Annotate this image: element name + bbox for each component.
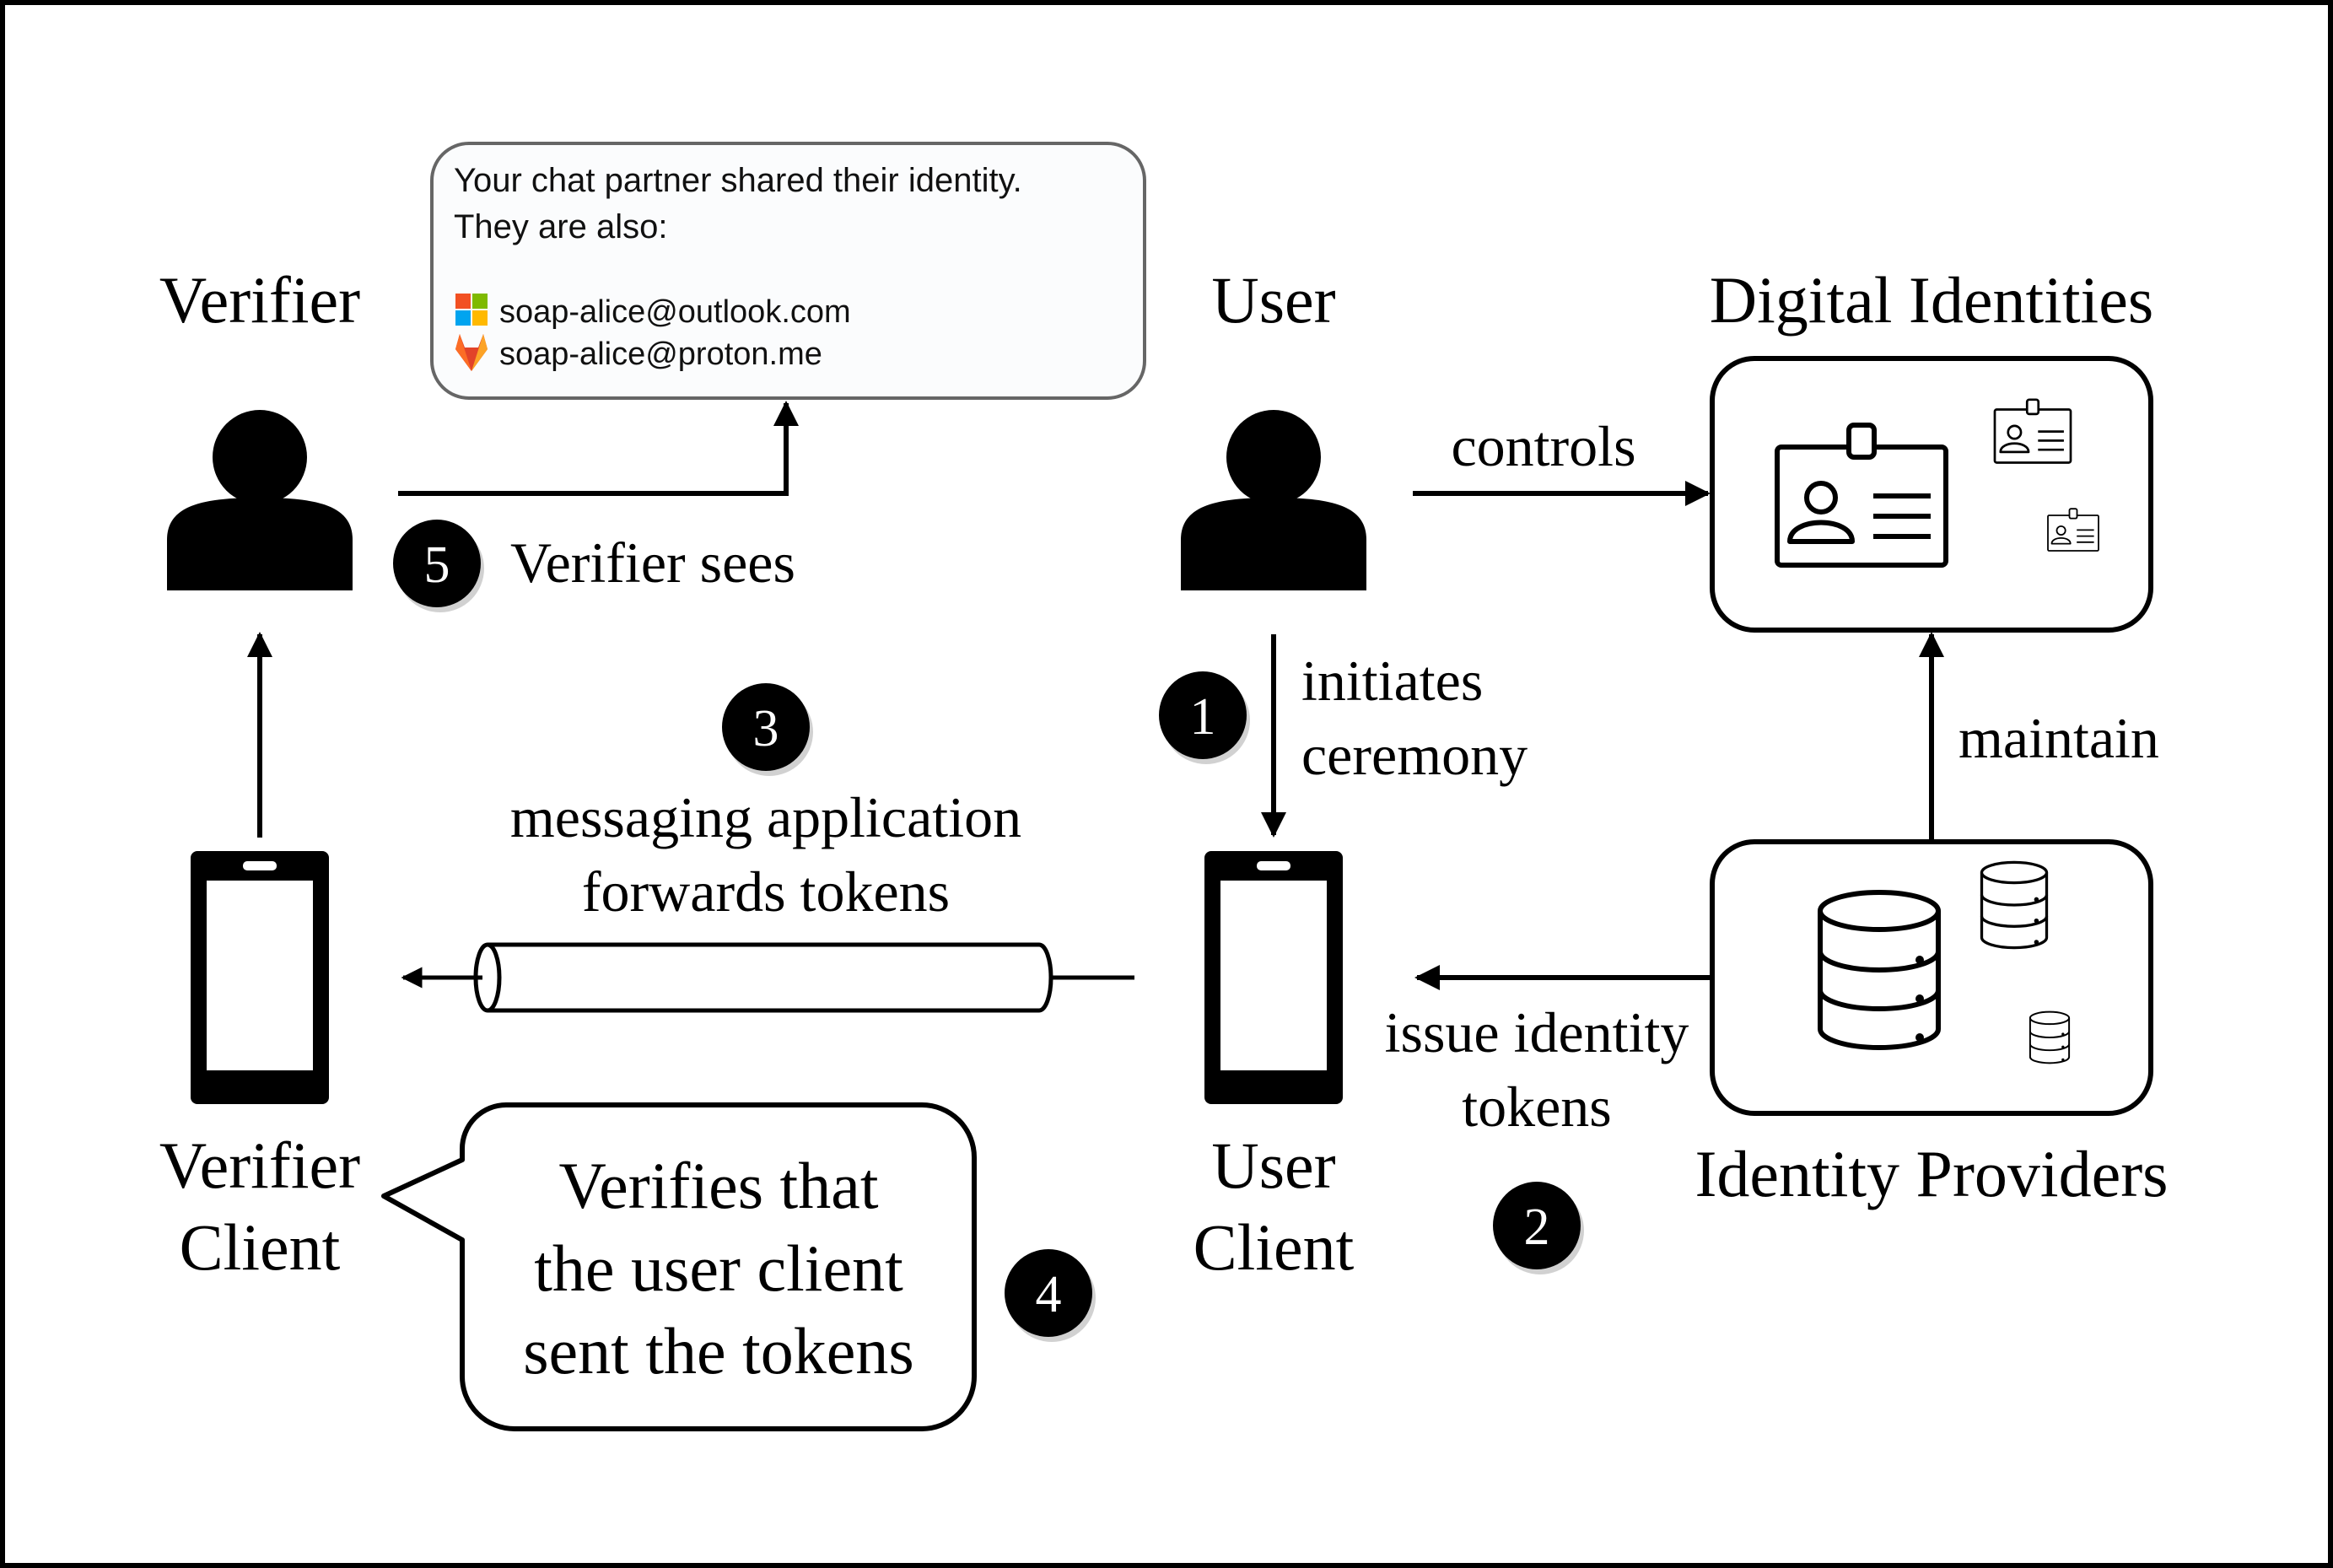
verifier-client-phone-icon: [191, 851, 329, 1104]
maintain-label: maintain: [1959, 706, 2159, 770]
microsoft-icon: [455, 294, 488, 326]
verify-text-line-1: Verifies that: [558, 1149, 878, 1222]
verify-text-line-3: sent the tokens: [523, 1314, 914, 1387]
controls-label: controls: [1451, 414, 1635, 478]
step-3-number: 3: [753, 700, 779, 757]
database-medium-icon: [1980, 860, 2049, 950]
database-small-icon: [2029, 1010, 2071, 1064]
messaging-label-line-2: forwards tokens: [582, 859, 950, 924]
user-label: User: [1211, 263, 1335, 337]
verify-speech-bubble: [381, 1102, 977, 1431]
step-2-number: 2: [1524, 1199, 1550, 1256]
identity-providers-label: Identity Providers: [1695, 1137, 2168, 1210]
id-badge-small-icon: [2047, 508, 2099, 552]
step-5-number: 5: [424, 536, 450, 594]
verifier-client-label-line-1: Verifier: [159, 1129, 360, 1202]
user-client-phone-icon: [1204, 851, 1343, 1104]
user-client-label-line-2: Client: [1193, 1210, 1355, 1284]
issue-label-line-1: issue identity: [1385, 1000, 1689, 1064]
verifier-sees-arrow: [398, 401, 799, 496]
step-1-number: 1: [1190, 688, 1216, 746]
verifier-sees-label: Verifier sees: [510, 531, 795, 595]
popup-line-2: They are also:: [454, 208, 667, 245]
id-badge-medium-icon: [1993, 398, 2072, 464]
id-badge-large-icon: [1777, 425, 1946, 565]
gitlab-icon: [455, 334, 488, 371]
messaging-pipe: [401, 942, 1134, 1013]
user-client-label-line-1: User: [1211, 1129, 1335, 1202]
step-4-number: 4: [1036, 1266, 1062, 1323]
popup-line-1: Your chat partner shared their identity.: [454, 162, 1022, 199]
initiates-label-line-1: initiates: [1301, 649, 1483, 713]
popup-identity-outlook: soap-alice@outlook.com: [499, 294, 851, 330]
initiates-label-line-2: ceremony: [1301, 723, 1527, 787]
identity-popup: Your chat partner shared their identity.…: [430, 142, 1146, 400]
verifier-client-label-line-2: Client: [180, 1210, 341, 1284]
popup-identity-proton: soap-alice@proton.me: [499, 337, 822, 372]
verify-text-line-2: the user client: [534, 1231, 903, 1305]
digital-identities-label: Digital Identities: [1710, 263, 2153, 337]
database-large-icon: [1820, 892, 1938, 1048]
messaging-label-line-1: messaging application: [510, 785, 1021, 849]
issue-label-line-2: tokens: [1462, 1075, 1612, 1139]
verifier-label: Verifier: [159, 263, 360, 337]
